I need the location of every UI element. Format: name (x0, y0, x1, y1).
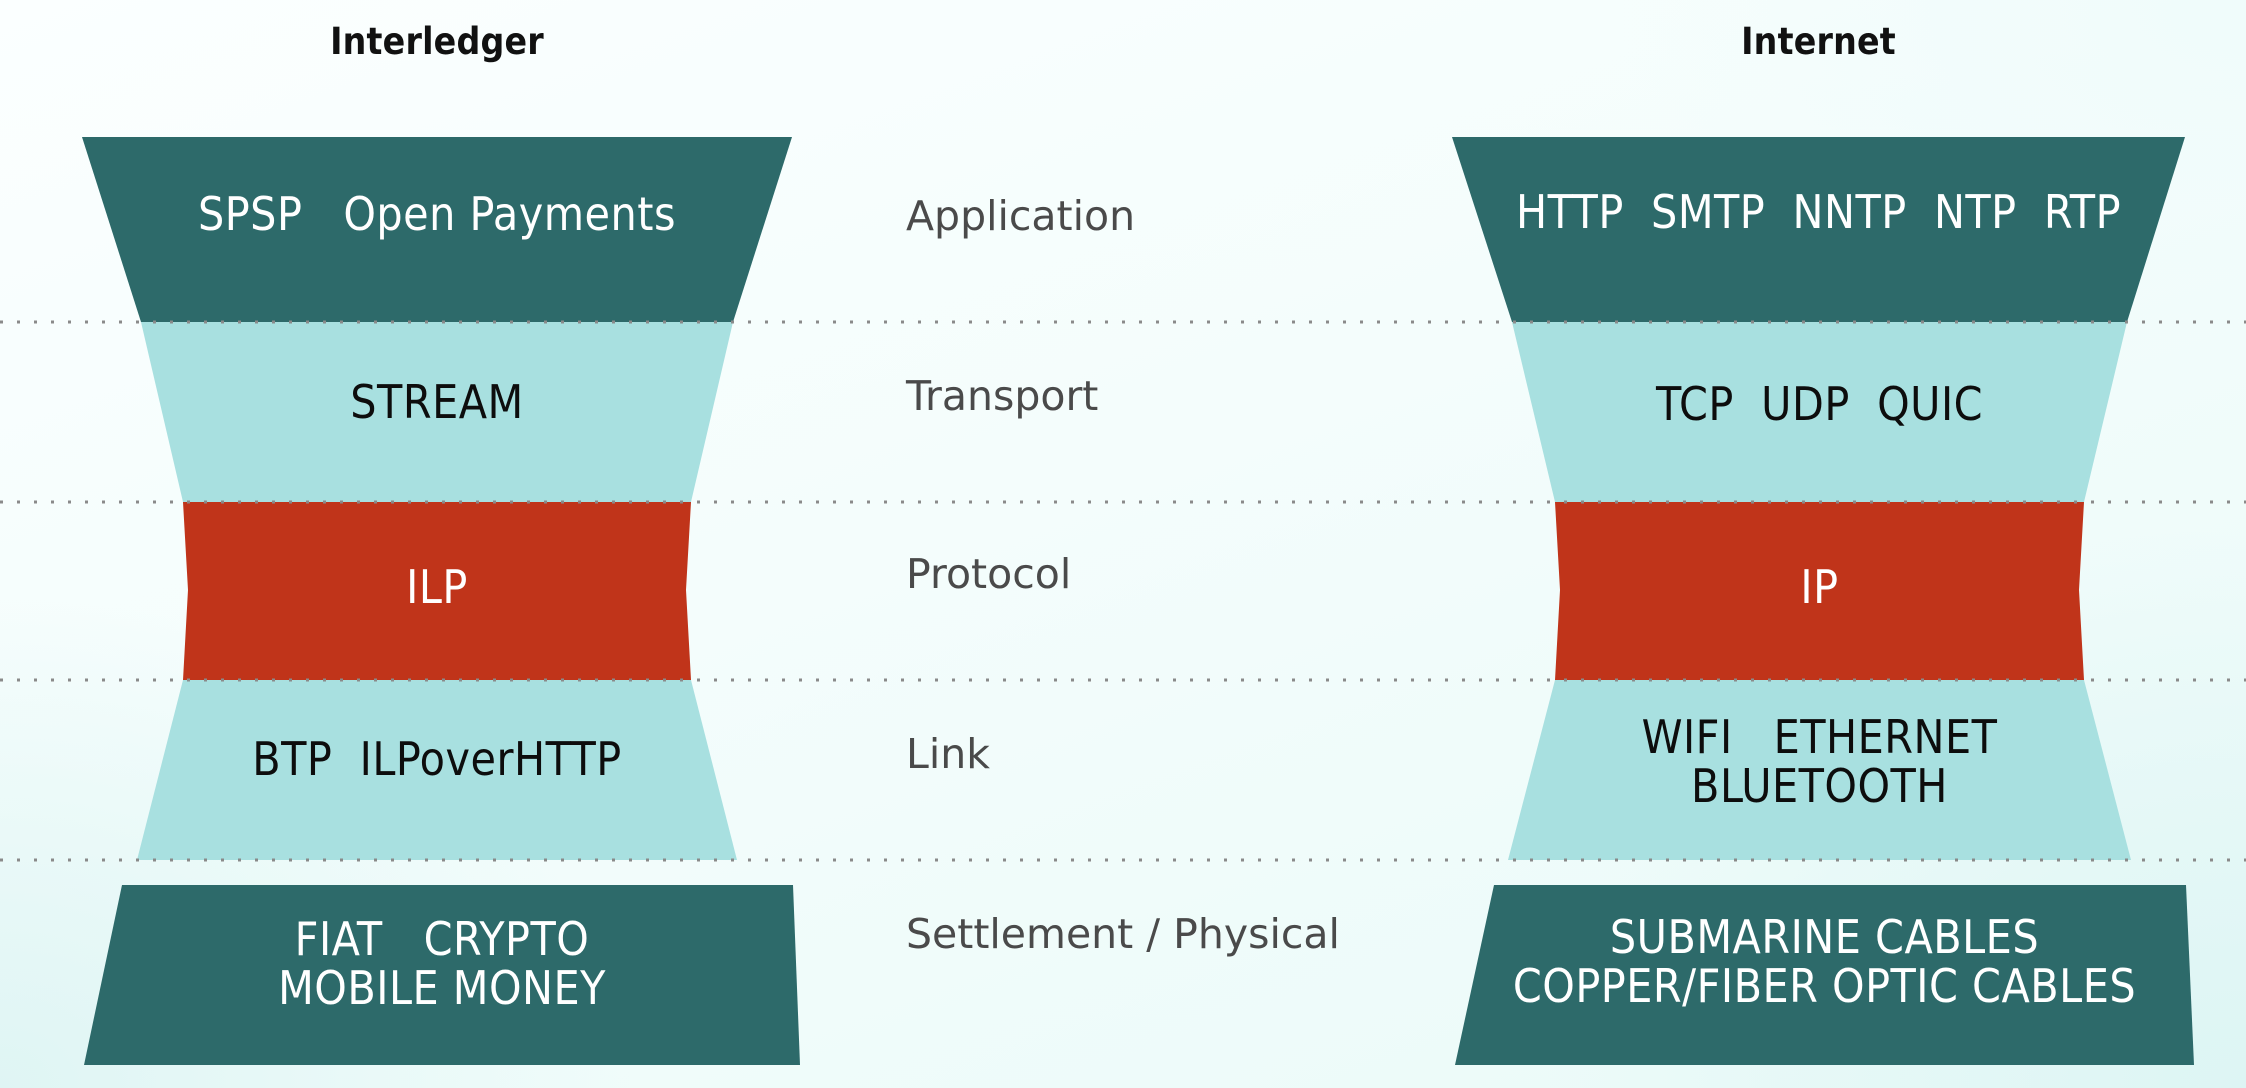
right-layer-text-application: HTTP SMTP NNTP NTP RTP (1515, 185, 2122, 239)
left-protocol-shape (183, 502, 691, 680)
left-application-shape (82, 137, 792, 322)
left-settlement-shape (84, 885, 800, 1065)
left-transport-shape (141, 322, 733, 502)
row-label-protocol: Protocol (906, 550, 1072, 598)
right-layer-text-transport: TCP UDP QUIC (1655, 377, 1984, 431)
row-label-application: Application (906, 192, 1136, 240)
right-protocol-shape (1555, 502, 2084, 680)
right-layer-text-settlement: SUBMARINE CABLES COPPER/FIBER OPTIC CABL… (1512, 910, 2137, 1013)
left-layer-text-transport: STREAM (350, 375, 524, 429)
left-layer-text-protocol: ILP (406, 560, 468, 614)
right-layer-text-protocol: IP (1800, 560, 1839, 614)
left-layer-text-application: SPSP Open Payments (197, 187, 677, 241)
right-layer-text-link: WIFI ETHERNET BLUETOOTH (1641, 710, 1998, 813)
row-label-transport: Transport (906, 372, 1099, 420)
column-title-interledger: Interledger (330, 20, 544, 63)
left-layer-text-link: BTP ILPoverHTTP (252, 732, 622, 786)
left-link-shape (137, 680, 737, 860)
column-title-internet: Internet (1741, 20, 1896, 63)
row-label-link: Link (906, 730, 990, 778)
row-label-settlement-physical: Settlement / Physical (906, 910, 1340, 958)
left-layer-text-settlement: FIAT CRYPTO MOBILE MONEY (278, 912, 606, 1015)
right-link-shape (1508, 680, 2131, 860)
right-settlement-shape (1455, 885, 2194, 1065)
right-transport-shape (1512, 322, 2127, 502)
right-application-shape (1452, 137, 2185, 322)
